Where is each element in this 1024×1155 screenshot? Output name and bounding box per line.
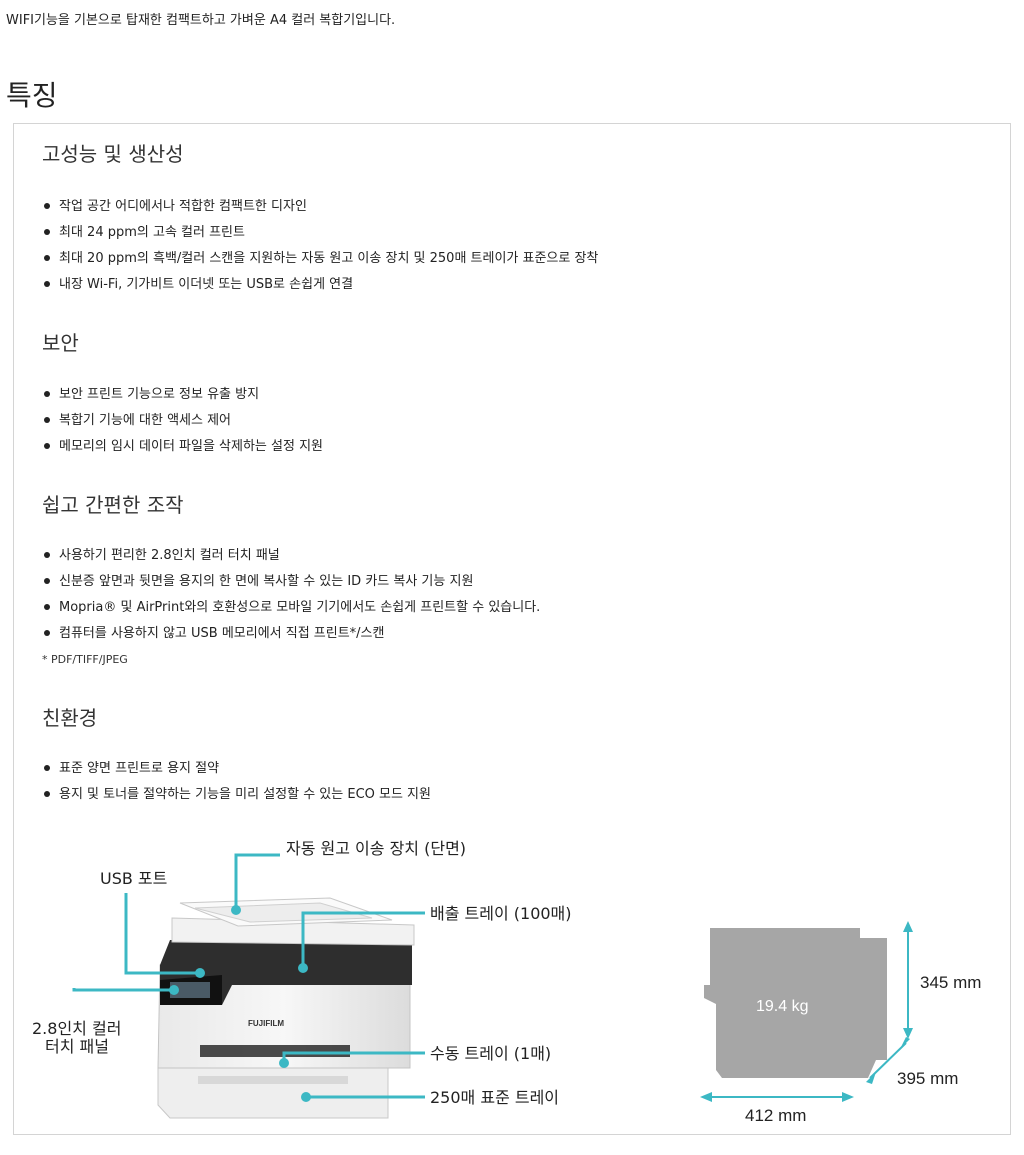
callout-standard-tray: 250매 표준 트레이 <box>430 1088 560 1107</box>
list-item: 최대 24 ppm의 고속 컬러 프린트 <box>44 220 598 246</box>
bullet-icon <box>44 442 50 449</box>
security-list: 보안 프린트 기능으로 정보 유출 방지 복합기 기능에 대한 액세스 제어 메… <box>44 382 323 460</box>
callout-panel-line1: 2.8인치 컬러 <box>32 1019 122 1038</box>
list-item: 표준 양면 프린트로 용지 절약 <box>44 756 431 782</box>
callout-usb-port: USB 포트 <box>100 869 168 888</box>
bullet-icon <box>44 790 50 797</box>
footnote: * PDF/TIFF/JPEG <box>42 653 128 666</box>
bullet-icon <box>44 390 50 397</box>
list-item: 메모리의 임시 데이터 파일을 삭제하는 설정 지원 <box>44 434 323 460</box>
bullet-icon <box>44 764 50 771</box>
features-panel: 고성능 및 생산성 작업 공간 어디에서나 적합한 컴팩트한 디자인 최대 24… <box>13 123 1011 1135</box>
brand-logo: FUJIFILM <box>248 1019 284 1028</box>
eco-list: 표준 양면 프린트로 용지 절약 용지 및 토너를 절약하는 기능을 미리 설정… <box>44 756 431 808</box>
performance-list: 작업 공간 어디에서나 적합한 컴팩트한 디자인 최대 24 ppm의 고속 컬… <box>44 194 598 298</box>
list-item: 내장 Wi-Fi, 기가비트 이더넷 또는 USB로 손쉽게 연결 <box>44 272 598 298</box>
list-item: 최대 20 ppm의 흑백/컬러 스캔을 지원하는 자동 원고 이송 장치 및 … <box>44 246 598 272</box>
height-label: 345 mm <box>920 973 981 992</box>
bullet-icon <box>44 551 50 558</box>
section-title-security: 보안 <box>42 331 79 355</box>
section-title-easy-operation: 쉽고 간편한 조작 <box>42 493 184 517</box>
page-title: 특징 <box>6 79 58 112</box>
list-item: 복합기 기능에 대한 액세스 제어 <box>44 408 323 434</box>
list-item: 사용하기 편리한 2.8인치 컬러 터치 패널 <box>44 543 540 569</box>
weight-label: 19.4 kg <box>756 998 808 1015</box>
list-item: 신분증 앞면과 뒷면을 용지의 한 면에 복사할 수 있는 ID 카드 복사 기… <box>44 569 540 595</box>
list-item: 컴퓨터를 사용하지 않고 USB 메모리에서 직접 프린트*/스캔 <box>44 621 540 647</box>
list-item: 작업 공간 어디에서나 적합한 컴팩트한 디자인 <box>44 194 598 220</box>
callout-output-tray: 배출 트레이 (100매) <box>430 904 572 923</box>
section-title-performance: 고성능 및 생산성 <box>42 142 184 166</box>
bullet-icon <box>44 280 50 287</box>
bullet-icon <box>44 577 50 584</box>
callout-adf: 자동 원고 이송 장치 (단면) <box>286 839 467 858</box>
bullet-icon <box>44 416 50 423</box>
section-title-eco: 친환경 <box>42 706 98 730</box>
depth-label: 395 mm <box>897 1069 958 1088</box>
callout-dots <box>169 905 311 1102</box>
width-label: 412 mm <box>745 1106 806 1125</box>
dimension-diagram: 19.4 kg 345 mm 395 mm 412 mm <box>700 921 981 1125</box>
bullet-icon <box>44 603 50 610</box>
bullet-icon <box>44 254 50 261</box>
callout-manual-tray: 수동 트레이 (1매) <box>430 1044 552 1063</box>
callout-panel-line2: 터치 패널 <box>45 1037 109 1056</box>
list-item: Mopria® 및 AirPrint와의 호환성으로 모바일 기기에서도 손쉽게… <box>44 595 540 621</box>
bullet-icon <box>44 228 50 235</box>
list-item: 보안 프린트 기능으로 정보 유출 방지 <box>44 382 323 408</box>
intro-text: WIFI기능을 기본으로 탑재한 컴팩트하고 가벼운 A4 컬러 복합기입니다. <box>6 13 396 28</box>
bullet-icon <box>44 202 50 209</box>
list-item: 용지 및 토너를 절약하는 기능을 미리 설정할 수 있는 ECO 모드 지원 <box>44 782 431 808</box>
easy-operation-list: 사용하기 편리한 2.8인치 컬러 터치 패널 신분증 앞면과 뒷면을 용지의 … <box>44 543 540 647</box>
printer-illustration: FUJIFILM <box>157 897 415 1119</box>
bullet-icon <box>44 629 50 636</box>
